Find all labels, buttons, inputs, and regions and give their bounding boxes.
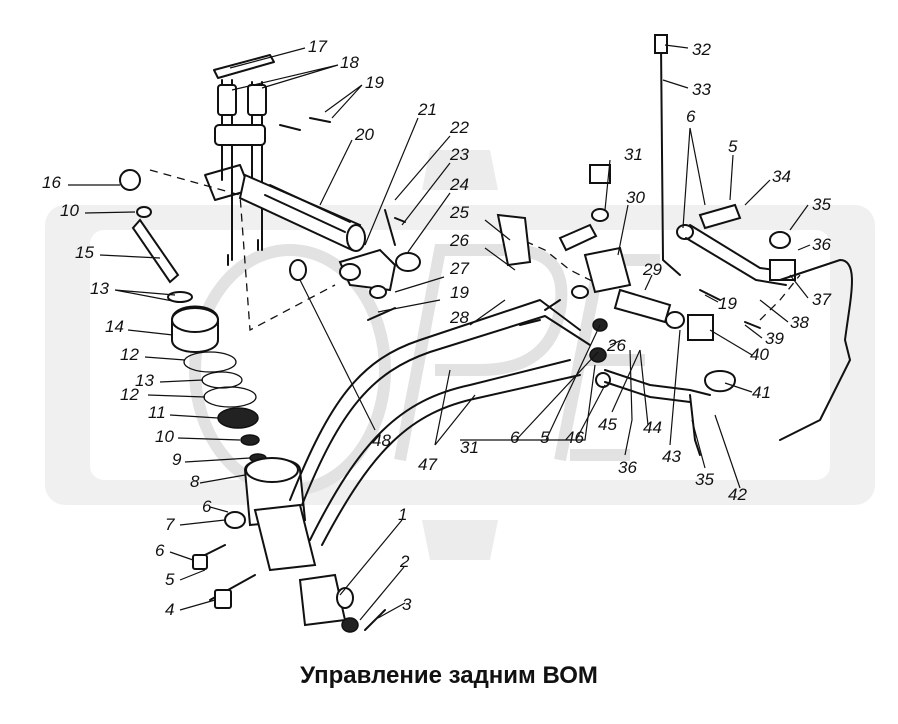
callout-19: 19	[450, 283, 469, 302]
watermark	[45, 150, 875, 560]
callout-20: 20	[354, 125, 374, 144]
callout-11: 11	[148, 403, 166, 422]
callout-8: 8	[190, 472, 200, 491]
diagram-title: Управление задним ВОМ	[300, 662, 598, 689]
callout-14: 14	[105, 317, 124, 336]
callout-19: 19	[718, 294, 737, 313]
callout-18: 18	[340, 53, 359, 72]
callout-13: 13	[90, 279, 109, 298]
callout-41: 41	[752, 383, 771, 402]
callout-26: 26	[606, 336, 626, 355]
callout-3: 3	[402, 595, 412, 614]
callout-6: 6	[510, 428, 520, 447]
callout-4: 4	[165, 600, 174, 619]
callout-44: 44	[643, 418, 662, 437]
callout-6: 6	[202, 497, 212, 516]
callout-12: 12	[120, 345, 139, 364]
callout-35: 35	[695, 470, 714, 489]
callout-23: 23	[449, 145, 469, 164]
callout-7: 7	[165, 515, 175, 534]
shift-fork-assembly	[204, 54, 366, 266]
callout-15: 15	[75, 243, 94, 262]
callout-13: 13	[135, 371, 154, 390]
callout-16: 16	[42, 173, 61, 192]
callout-42: 42	[728, 485, 747, 504]
callout-12: 12	[120, 385, 139, 404]
callout-46: 46	[565, 428, 584, 447]
callout-38: 38	[790, 313, 809, 332]
right-pipes	[604, 34, 853, 456]
callout-31: 31	[460, 438, 479, 457]
callout-37: 37	[812, 290, 831, 309]
callout-26: 26	[449, 231, 469, 250]
crank-lever	[298, 573, 386, 633]
callout-5: 5	[165, 570, 175, 589]
callout-10: 10	[60, 201, 79, 220]
callout-31: 31	[624, 145, 643, 164]
valve-block	[496, 164, 685, 388]
hydraulic-tubes	[289, 259, 591, 546]
callout-47: 47	[418, 455, 437, 474]
callout-6: 6	[686, 107, 696, 126]
callout-22: 22	[449, 118, 469, 137]
cylinder-stack	[119, 169, 317, 609]
callout-5: 5	[728, 137, 738, 156]
callout-2: 2	[399, 552, 410, 571]
callout-1: 1	[398, 505, 407, 524]
callout-17: 17	[308, 37, 327, 56]
callout-48: 48	[372, 431, 391, 450]
lever-assembly	[338, 209, 421, 321]
callout-29: 29	[642, 260, 662, 279]
callout-5: 5	[540, 428, 550, 447]
callout-39: 39	[765, 329, 784, 348]
callout-45: 45	[598, 415, 617, 434]
callout-43: 43	[662, 447, 681, 466]
callout-10: 10	[155, 427, 174, 446]
callout-27: 27	[449, 259, 469, 278]
callout-25: 25	[449, 203, 469, 222]
dashed-linkage	[149, 169, 801, 332]
callout-19: 19	[365, 73, 384, 92]
callout-21: 21	[417, 100, 437, 119]
leader-lines	[68, 44, 811, 621]
callout-30: 30	[626, 188, 645, 207]
callout-40: 40	[750, 345, 769, 364]
callout-36: 36	[812, 235, 831, 254]
callout-labels: 17 18 19 20 21 22 23 24 25 26 27 19 28 1…	[42, 37, 831, 619]
callout-24: 24	[449, 175, 469, 194]
callout-34: 34	[772, 167, 791, 186]
callout-32: 32	[692, 40, 711, 59]
callout-33: 33	[692, 80, 711, 99]
callout-6: 6	[155, 541, 165, 560]
callout-35: 35	[812, 195, 831, 214]
callout-9: 9	[172, 450, 182, 469]
callout-28: 28	[449, 308, 469, 327]
callout-36: 36	[618, 458, 637, 477]
